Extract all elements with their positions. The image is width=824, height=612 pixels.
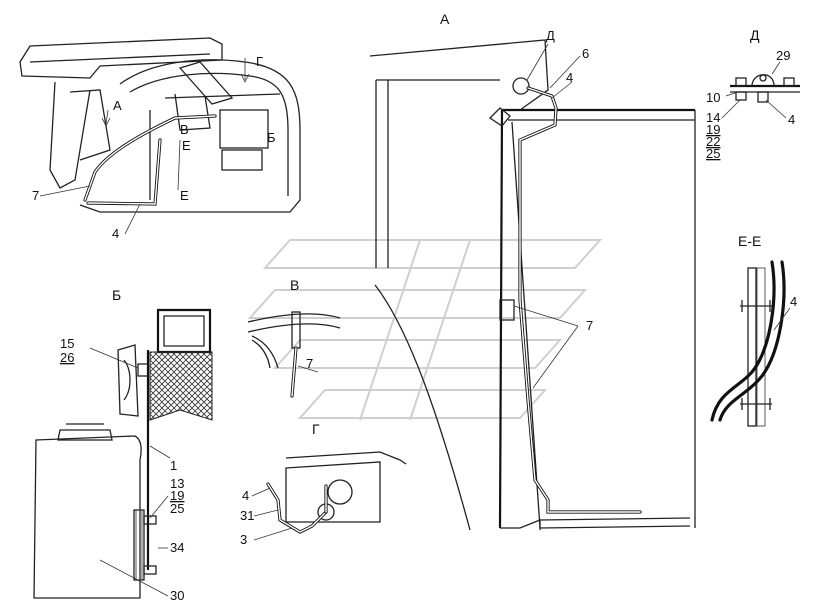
callout-30: 30 [170,588,184,603]
section-E-E: Е-Е 4 [710,233,797,427]
callout-4-G: 4 [242,488,249,503]
view-label-E-E: Е-Е [738,233,761,249]
callout-10: 10 [706,90,720,105]
view-G: Г 4 31 3 [240,421,407,547]
watermark-logo [247,239,603,421]
overview-label-V: В [180,122,189,137]
callout-14: 14 [706,110,720,125]
view-label-V: В [290,277,299,293]
overview-label-G: Г [256,54,263,69]
callout-7-overview: 7 [32,188,39,203]
callout-29: 29 [776,48,790,63]
view-D: Д 29 10 14 19 22 25 4 [706,27,800,161]
callout-15: 15 [60,336,74,351]
view-A-label-D: Д [546,28,555,43]
view-A: А Д 6 4 7 [369,11,696,531]
view-label-G: Г [312,421,320,437]
callout-34: 34 [170,540,184,555]
overview-label-B: Б [267,130,276,145]
callout-4-D: 4 [788,112,795,127]
overview-label-E-bottom: Е [180,188,189,203]
overview-view: А Г Б В Е Е 7 4 [19,37,301,241]
callout-26: 26 [60,350,74,365]
view-label-A: А [440,11,450,27]
view-label-D: Д [750,27,760,43]
callout-22: 22 [706,134,720,149]
callout-4-viewA: 4 [566,70,573,85]
callout-19-B: 19 [170,488,184,503]
callout-19-D: 19 [706,122,720,137]
view-V: В 7 [247,277,341,398]
callout-31: 31 [240,508,254,523]
view-label-B: Б [112,287,121,303]
view-B: Б 15 26 1 13 19 25 34 30 [33,287,213,603]
callout-6: 6 [582,46,589,61]
overview-label-A: А [113,98,122,113]
callout-4-EE: 4 [790,294,797,309]
overview-label-E-top: Е [182,138,191,153]
callout-25-B: 25 [170,501,184,516]
callout-3: 3 [240,532,247,547]
callout-7-viewA: 7 [586,318,593,333]
callout-4-overview: 4 [112,226,119,241]
callout-7-V: 7 [306,356,313,371]
callout-1: 1 [170,458,177,473]
callout-25-D: 25 [706,146,720,161]
callout-13: 13 [170,476,184,491]
